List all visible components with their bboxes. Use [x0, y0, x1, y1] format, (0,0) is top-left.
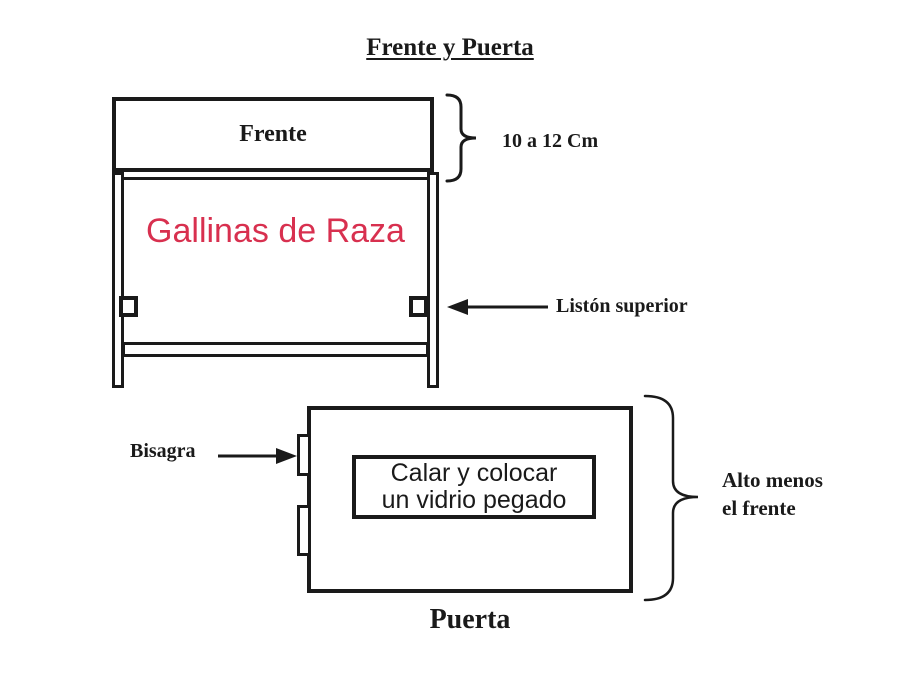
door-label: Puerta [429, 604, 511, 635]
glass-cutout-box: Calar y colocar un vidrio pegado [352, 455, 596, 519]
hinge-label: Bisagra [130, 440, 196, 462]
sign-text: Gallinas de Raza [146, 212, 405, 250]
front-height-brace [445, 93, 477, 183]
top-batten-left [119, 296, 138, 317]
front-panel-label: Frente [239, 121, 307, 147]
top-batten-label: Listón superior [556, 295, 688, 317]
door-height-brace [643, 394, 699, 602]
door-hinge-top [297, 434, 311, 476]
door-hinge-bottom [297, 505, 311, 556]
front-cross-bar [122, 342, 429, 357]
hinge-arrow [218, 448, 297, 464]
top-batten-right [409, 296, 428, 317]
door-height-note: Alto menos el frente [722, 468, 823, 520]
front-height-note: 10 a 12 Cm [502, 130, 599, 152]
glass-cutout-note: Calar y colocar un vidrio pegado [381, 459, 567, 514]
top-batten-arrow [447, 299, 548, 315]
front-inner-top-line [124, 177, 427, 180]
front-left-post [112, 172, 124, 388]
front-right-post [427, 172, 439, 388]
front-panel-box: Frente [112, 97, 434, 172]
diagram-title: Frente y Puerta [366, 34, 534, 61]
